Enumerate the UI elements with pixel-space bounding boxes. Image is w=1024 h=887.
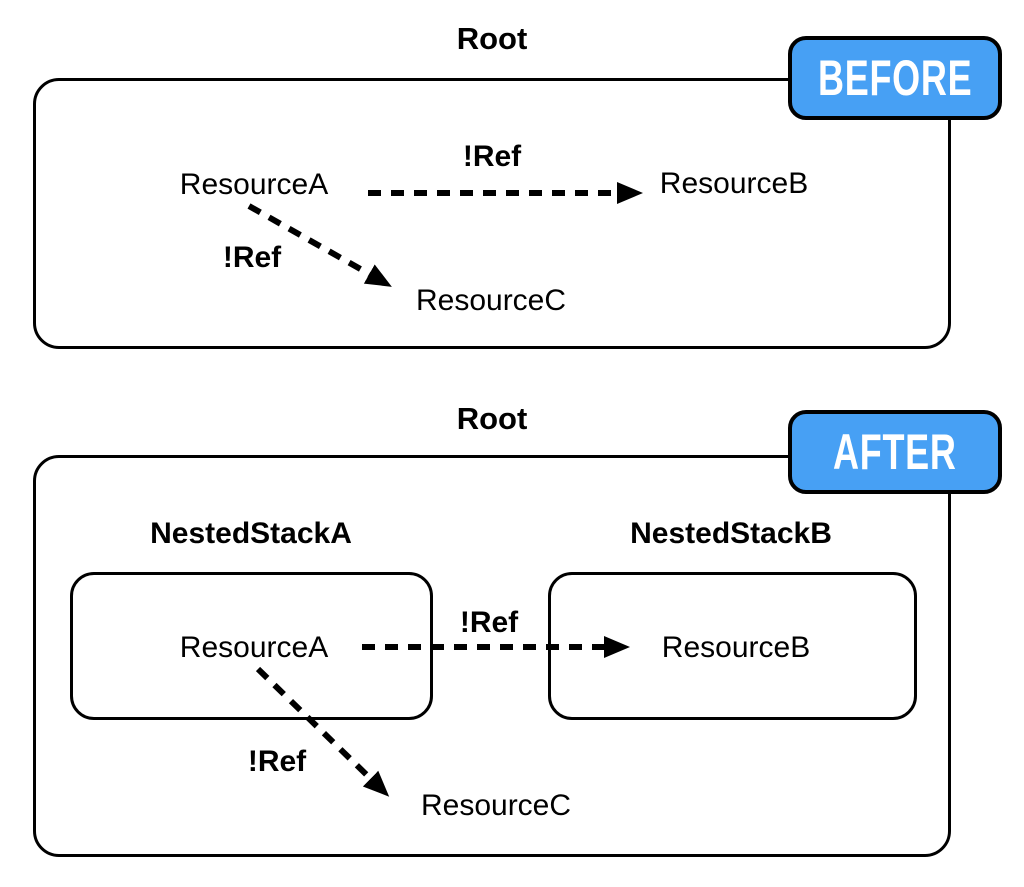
resource-a-after: ResourceA bbox=[179, 631, 329, 664]
root-title-after: Root bbox=[456, 401, 528, 436]
nested-stack-a-title: NestedStackA bbox=[150, 517, 352, 550]
before-badge-label: BEFORE bbox=[817, 50, 973, 106]
resource-c-after: ResourceC bbox=[420, 789, 572, 822]
ref-label-ac-after: !Ref bbox=[247, 745, 307, 778]
resource-a-before: ResourceA bbox=[179, 168, 329, 201]
after-badge: AFTER bbox=[788, 410, 1002, 494]
after-badge-label: AFTER bbox=[833, 424, 957, 480]
resource-b-after: ResourceB bbox=[661, 631, 811, 664]
root-stack-box-after bbox=[33, 455, 951, 857]
ref-label-ab-after: !Ref bbox=[459, 606, 519, 639]
root-stack-box-before bbox=[33, 78, 951, 349]
resource-b-before: ResourceB bbox=[659, 167, 809, 200]
before-badge: BEFORE bbox=[788, 36, 1002, 120]
nested-stack-b-title: NestedStackB bbox=[630, 517, 832, 550]
resource-c-before: ResourceC bbox=[415, 284, 567, 317]
ref-label-ac-before: !Ref bbox=[222, 241, 282, 274]
ref-label-ab-before: !Ref bbox=[462, 140, 522, 173]
root-title-before: Root bbox=[456, 21, 528, 56]
